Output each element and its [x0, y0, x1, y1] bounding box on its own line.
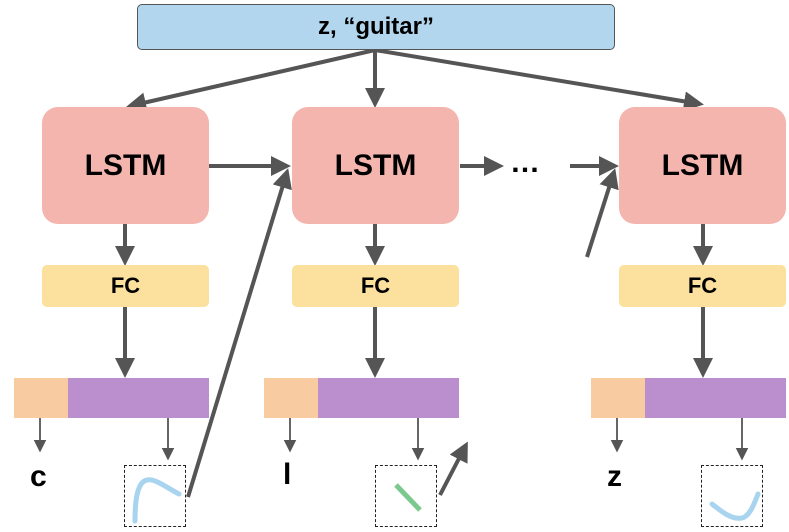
stroke-params-segment	[68, 378, 209, 418]
lstm-label: LSTM	[334, 148, 417, 182]
stroke-preview-1	[124, 465, 186, 527]
arrow-feedback-2	[438, 441, 468, 496]
output-vector-2	[264, 378, 459, 418]
v-stroke-icon	[709, 491, 761, 521]
arrow-feedback-3	[585, 168, 619, 258]
stroke-params-segment	[645, 378, 786, 418]
arrow-feedback-1	[186, 168, 292, 498]
fc-label: FC	[110, 273, 141, 298]
lstm-cell-2: LSTM	[292, 107, 459, 224]
ellipsis: …	[510, 146, 540, 179]
curve-stroke-icon	[132, 477, 182, 524]
stroke-preview-3	[701, 465, 763, 527]
stroke-params-segment	[318, 378, 459, 418]
input-box: z, “guitar”	[137, 4, 615, 50]
output-token-2: l	[283, 458, 292, 491]
lstm-label: LSTM	[661, 148, 744, 182]
arrow-input-to-lstm-3	[374, 48, 704, 112]
lstm-cell-3: LSTM	[619, 107, 786, 224]
fc-layer-1: FC	[42, 265, 209, 307]
lstm-label: LSTM	[84, 148, 167, 182]
output-token-1: c	[30, 460, 47, 493]
line-stroke-icon	[394, 483, 422, 512]
class-segment	[264, 378, 318, 418]
output-vector-1	[14, 378, 209, 418]
fc-label: FC	[687, 273, 718, 298]
arrow-input-to-lstm-1	[126, 48, 376, 113]
output-token-3: z	[607, 460, 622, 493]
lstm-cell-1: LSTM	[42, 107, 209, 224]
fc-layer-3: FC	[619, 265, 786, 307]
fc-label: FC	[360, 273, 391, 298]
class-segment	[14, 378, 68, 418]
stroke-preview-2	[375, 465, 437, 527]
input-label: z, “guitar”	[317, 13, 434, 40]
fc-layer-2: FC	[292, 265, 459, 307]
class-segment	[591, 378, 645, 418]
output-vector-3	[591, 378, 786, 418]
